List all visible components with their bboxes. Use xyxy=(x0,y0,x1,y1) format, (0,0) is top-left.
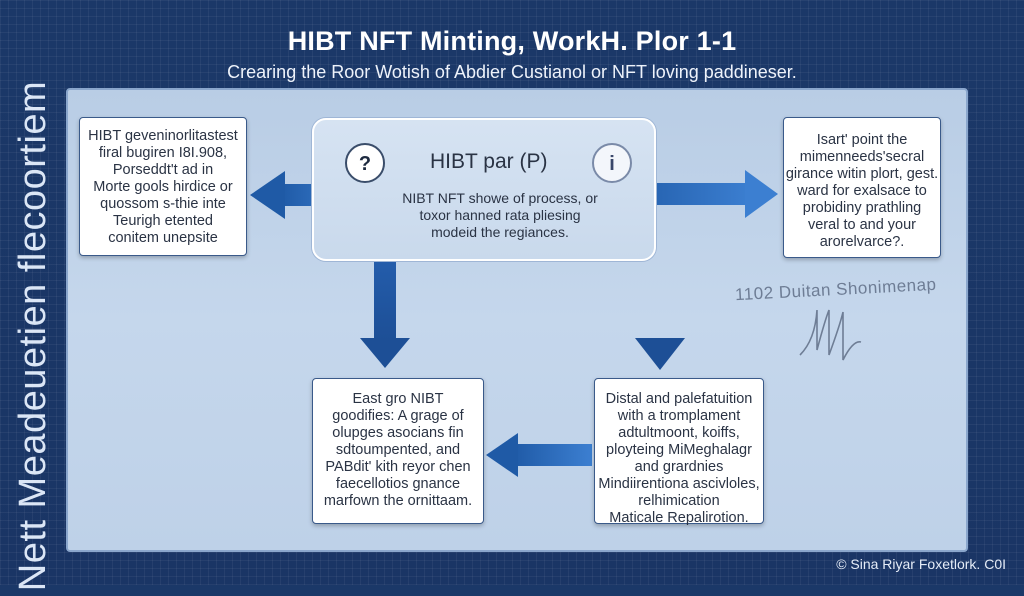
card-line: relhimication xyxy=(638,493,720,509)
card-line: ployteing MiMeghalagr xyxy=(606,442,752,458)
card-line: PABdit' kith reyor chen xyxy=(325,459,471,475)
card-line: quossom s-thie inte xyxy=(100,196,226,212)
card-top-right: Isart' point the mimenneeds'secral giran… xyxy=(783,117,941,258)
card-line: Distal and palefatuition xyxy=(605,391,753,407)
card-line: Isart' point the xyxy=(816,132,908,148)
card-line: firal bugiren I8I.908, xyxy=(98,145,228,161)
card-line: sdtoumpented, and xyxy=(335,442,461,458)
center-process-box xyxy=(312,118,656,261)
card-line: mimenneeds'secral xyxy=(799,149,925,165)
card-line: goodifies: A grage of xyxy=(332,408,464,424)
card-line: Morte gools hirdice or xyxy=(93,179,233,195)
card-line: and grardnies xyxy=(634,459,724,475)
question-icon: ? xyxy=(345,143,385,183)
card-line: adtultmoont, koiffs, xyxy=(618,425,740,441)
card-line: Teurigh etented xyxy=(113,213,213,229)
card-line: Mindiirentiona ascivloles, xyxy=(598,476,760,492)
card-top-left: HIBT geveninorlitastest firal bugiren I8… xyxy=(79,117,247,256)
arrow-to-bottom-right xyxy=(635,194,685,370)
copyright-footer: © Sina Riyar Foxetlork. C0I xyxy=(836,556,1006,572)
card-line: arorelvarce?. xyxy=(819,234,905,250)
center-body-line: toxor hanned rata pliesing xyxy=(419,207,581,223)
center-body-line: modeid the regiances. xyxy=(431,224,569,240)
center-body-line: NIBT NFT showe of process, or xyxy=(402,190,598,206)
card-line: East gro NIBT xyxy=(352,391,444,407)
card-line: girance witin plort, gest. xyxy=(785,166,939,182)
card-line: conitem unepsite xyxy=(108,230,218,246)
signature-mark xyxy=(799,309,862,361)
card-bottom-left: East gro NIBT goodifies: A grage of olup… xyxy=(312,378,484,524)
page-subtitle: Crearing the Roor Wotish of Abdier Custi… xyxy=(227,62,797,82)
info-icon: i xyxy=(592,143,632,183)
card-line: HIBT geveninorlitastest xyxy=(88,128,238,144)
card-line: olupges asocians fin xyxy=(332,425,464,441)
page-title: HIBT NFT Minting, WorkH. Plor 1-1 xyxy=(287,26,737,56)
center-body: NIBT NFT showe of process, or toxor hann… xyxy=(380,190,620,241)
card-line: Maticale Repalirotion. xyxy=(609,510,749,526)
arrow-bottom-right-to-left xyxy=(486,433,592,477)
center-title: HIBT par (P) xyxy=(430,150,548,173)
card-bottom-right: Distal and palefatuition with a tromplam… xyxy=(594,378,764,526)
card-line: faecellotios gnance xyxy=(335,476,461,492)
card-line: marfown the ornittaam. xyxy=(323,493,473,509)
card-line: probidiny prathling xyxy=(802,200,922,216)
card-line: with a tromplament xyxy=(617,408,741,424)
card-line: Porseddt't ad in xyxy=(112,162,214,178)
card-line: veral to and your xyxy=(807,217,916,233)
card-line: ward for exalsace to xyxy=(797,183,927,199)
